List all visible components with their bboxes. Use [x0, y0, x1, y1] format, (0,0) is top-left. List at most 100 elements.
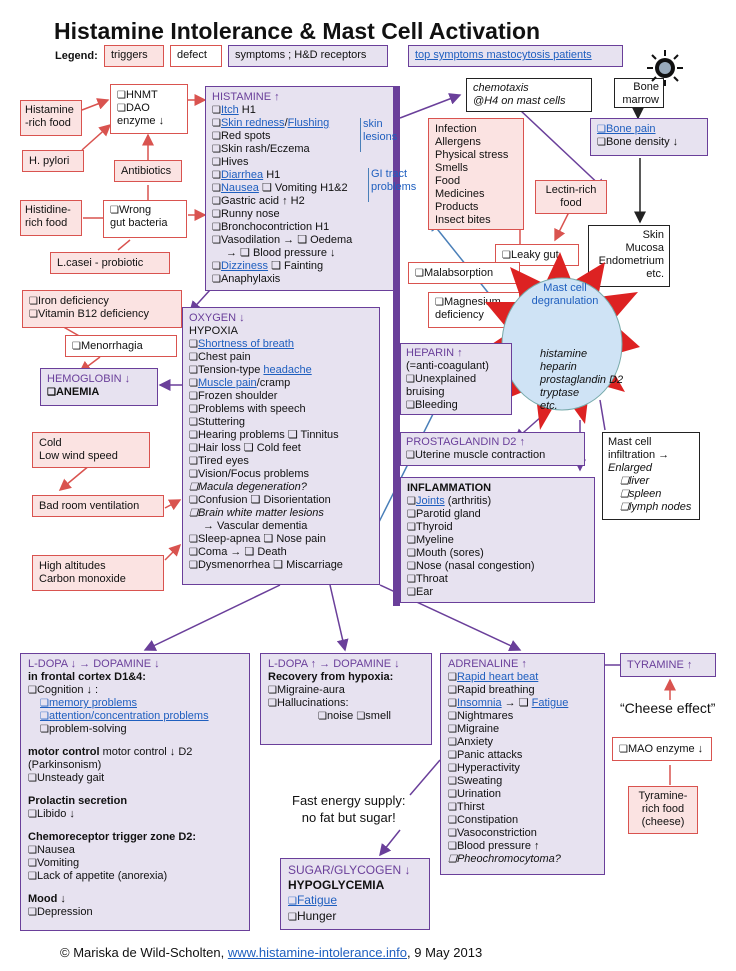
enzyme-label: enzyme ↓	[117, 115, 165, 127]
inflammation-item: Joints (arthritis)	[407, 495, 588, 508]
oxygen-item: Stuttering	[189, 416, 373, 429]
motor-control: motor control motor control ↓ D2 (Parkin…	[28, 746, 193, 771]
infection-trigger-item: Insect bites	[435, 214, 491, 226]
adrenaline-item: Anxiety	[448, 736, 597, 749]
histamine-item: Runny nose	[212, 208, 393, 221]
chemotaxis-box: chemotaxis @H4 on mast cells	[466, 78, 592, 112]
legend-symptoms: symptoms ; H&D receptors	[228, 45, 388, 67]
gi-tract-label: GI tract problems	[368, 168, 416, 202]
adrenaline-box: ADRENALINE ↑ Rapid heart beatRapid breat…	[440, 653, 605, 875]
memory-problems: memory problems	[28, 697, 242, 710]
oxygen-item: Sleep-apnea ❏ Nose pain	[189, 533, 373, 546]
oxygen-item: Tired eyes	[189, 455, 373, 468]
prostaglandin-header: PROSTAGLANDIN D2 ↑	[406, 436, 525, 448]
sugar-box: SUGAR/GLYCOGEN ↓ HYPOGLYCEMIA Fatigue Hu…	[280, 858, 430, 930]
adrenaline-item: Nightmares	[448, 710, 597, 723]
chemo-appetite: Lack of appetite (anorexia)	[28, 870, 242, 883]
depression: Depression	[28, 906, 242, 919]
infiltration-box: Mast cell infiltration → Enlarged liver …	[602, 432, 700, 520]
infection-trigger-item: Infection	[435, 123, 477, 135]
histamine-item: Itch H1	[212, 104, 393, 117]
infection-trigger-item: Food	[435, 175, 461, 187]
inflammation-item: Throat	[407, 573, 588, 586]
chemo-label: Chemoreceptor trigger zone D2:	[28, 831, 197, 843]
ldopa2-header: L-DOPA ↑ → DOPAMINE ↓	[268, 658, 400, 670]
hunger: Hunger	[288, 909, 422, 925]
page-title: Histamine Intolerance & Mast Cell Activa…	[54, 18, 541, 44]
trigger-h-pylori: H. pylori	[22, 150, 84, 172]
spleen: spleen	[608, 488, 694, 501]
bone-density: Bone density ↓	[597, 136, 701, 149]
skin-mucosa-box: Skin Mucosa Endometrium etc.	[588, 225, 670, 287]
iron-deficiency: Iron deficiency	[29, 295, 175, 308]
mast-cell-title: Mast cell degranulation	[531, 282, 599, 307]
bone-pain: Bone pain	[597, 123, 701, 136]
footer-link[interactable]: www.histamine-intolerance.info	[227, 945, 408, 960]
trigger-lectin: Lectin-rich food	[535, 180, 607, 214]
heparin-header: HEPARIN ↑	[406, 347, 463, 359]
oxygen-item: Brain white matter lesions	[189, 507, 373, 520]
adrenaline-item: Hyperactivity	[448, 762, 597, 775]
inflammation-item: Parotid gland	[407, 508, 588, 521]
adrenaline-item: Panic attacks	[448, 749, 597, 762]
oxygen-item: Dysmenorrhea ❏ Miscarriage	[189, 559, 373, 572]
prolactin-label: Prolactin secretion	[28, 795, 128, 807]
tyramine-box: TYRAMINE ↑	[620, 653, 716, 677]
mast-cell-mediators: histamine heparin prostaglandin D2 trypt…	[540, 348, 624, 412]
histamine-item: Diarrhea H1	[212, 169, 393, 182]
ldopa2-sub: Recovery from hypoxia:	[268, 671, 394, 683]
adrenaline-header: ADRENALINE ↑	[448, 658, 527, 670]
inflammation-item: Ear	[407, 586, 588, 599]
histamine-item: Vasodilation → ❏ Oedema	[212, 234, 393, 247]
fast-energy-note: Fast energy supply: no fat but sugar!	[292, 793, 406, 825]
adrenaline-item: Pheochromocytoma?	[448, 853, 597, 866]
trigger-histidine-food: Histidine- rich food	[20, 200, 82, 236]
unsteady-gait: Unsteady gait	[28, 772, 242, 785]
histamine-item: Skin redness/Flushing	[212, 117, 393, 130]
infection-trigger-item: Medicines	[435, 188, 485, 200]
histamine-list: Itch H1Skin redness/FlushingRed spotsSki…	[212, 104, 393, 286]
histamine-item: Anaphylaxis	[212, 273, 393, 286]
defect-hnmt-dao: HNMT DAO enzyme ↓	[110, 84, 188, 134]
infiltration-title: Mast cell infiltration →	[608, 436, 670, 461]
hypoxia-label: HYPOXIA	[189, 325, 238, 337]
adrenaline-item: Vasoconstriction	[448, 827, 597, 840]
histamine-item: → ❏ Blood pressure ↓	[226, 247, 336, 259]
sugar-header: SUGAR/GLYCOGEN ↓	[288, 863, 411, 877]
uterine-contraction: Uterine muscle contraction	[406, 449, 579, 462]
histamine-item: Bronchocontriction H1	[212, 221, 393, 234]
lymph-nodes: lymph nodes	[608, 501, 694, 514]
libido: Libido ↓	[28, 808, 242, 821]
infection-trigger-item: Allergens	[435, 136, 481, 148]
defect-malabsorption: Malabsorption	[408, 262, 520, 284]
attention-problems: attention/concentration problems	[28, 710, 242, 723]
adrenaline-item: Migraine	[448, 723, 597, 736]
adrenaline-item: Urination	[448, 788, 597, 801]
trigger-cold: Cold Low wind speed	[32, 432, 150, 468]
enlarged-label: Enlarged	[608, 462, 653, 474]
heparin-sub: (=anti-coagulant)	[406, 360, 489, 372]
trigger-tyramine-food: Tyramine- rich food (cheese)	[628, 786, 698, 834]
defect-menorrhagia: Menorrhagia	[65, 335, 177, 357]
oxygen-item: Problems with speech	[189, 403, 373, 416]
inflammation-header: INFLAMMATION	[407, 482, 492, 494]
trigger-altitude: High altitudes Carbon monoxide	[32, 555, 164, 591]
sun-icon	[647, 50, 683, 86]
histamine-item: Gastric acid ↑ H2	[212, 195, 393, 208]
oxygen-item: Shortness of breath	[189, 338, 373, 351]
oxygen-item: Vision/Focus problems	[189, 468, 373, 481]
histamine-header: HISTAMINE ↑	[212, 91, 280, 103]
histamine-box: HISTAMINE ↑ Itch H1Skin redness/Flushing…	[205, 86, 400, 291]
inflammation-box: INFLAMMATION Joints (arthritis)Parotid g…	[400, 477, 595, 603]
legend-top-symptoms: top symptoms mastocytosis patients	[408, 45, 623, 67]
oxygen-item: Muscle pain/cramp	[189, 377, 373, 390]
trigger-antibiotics: Antibiotics	[114, 160, 182, 182]
infection-trigger-item: Smells	[435, 162, 469, 174]
adrenaline-item: Sweating	[448, 775, 597, 788]
oxygen-item: Chest pain	[189, 351, 373, 364]
trigger-bad-ventilation: Bad room ventilation	[32, 495, 164, 517]
cheese-effect: “Cheese effect”	[620, 700, 716, 716]
hallucinations: Hallucinations:	[268, 697, 424, 710]
adrenaline-item: Rapid breathing	[448, 684, 597, 697]
